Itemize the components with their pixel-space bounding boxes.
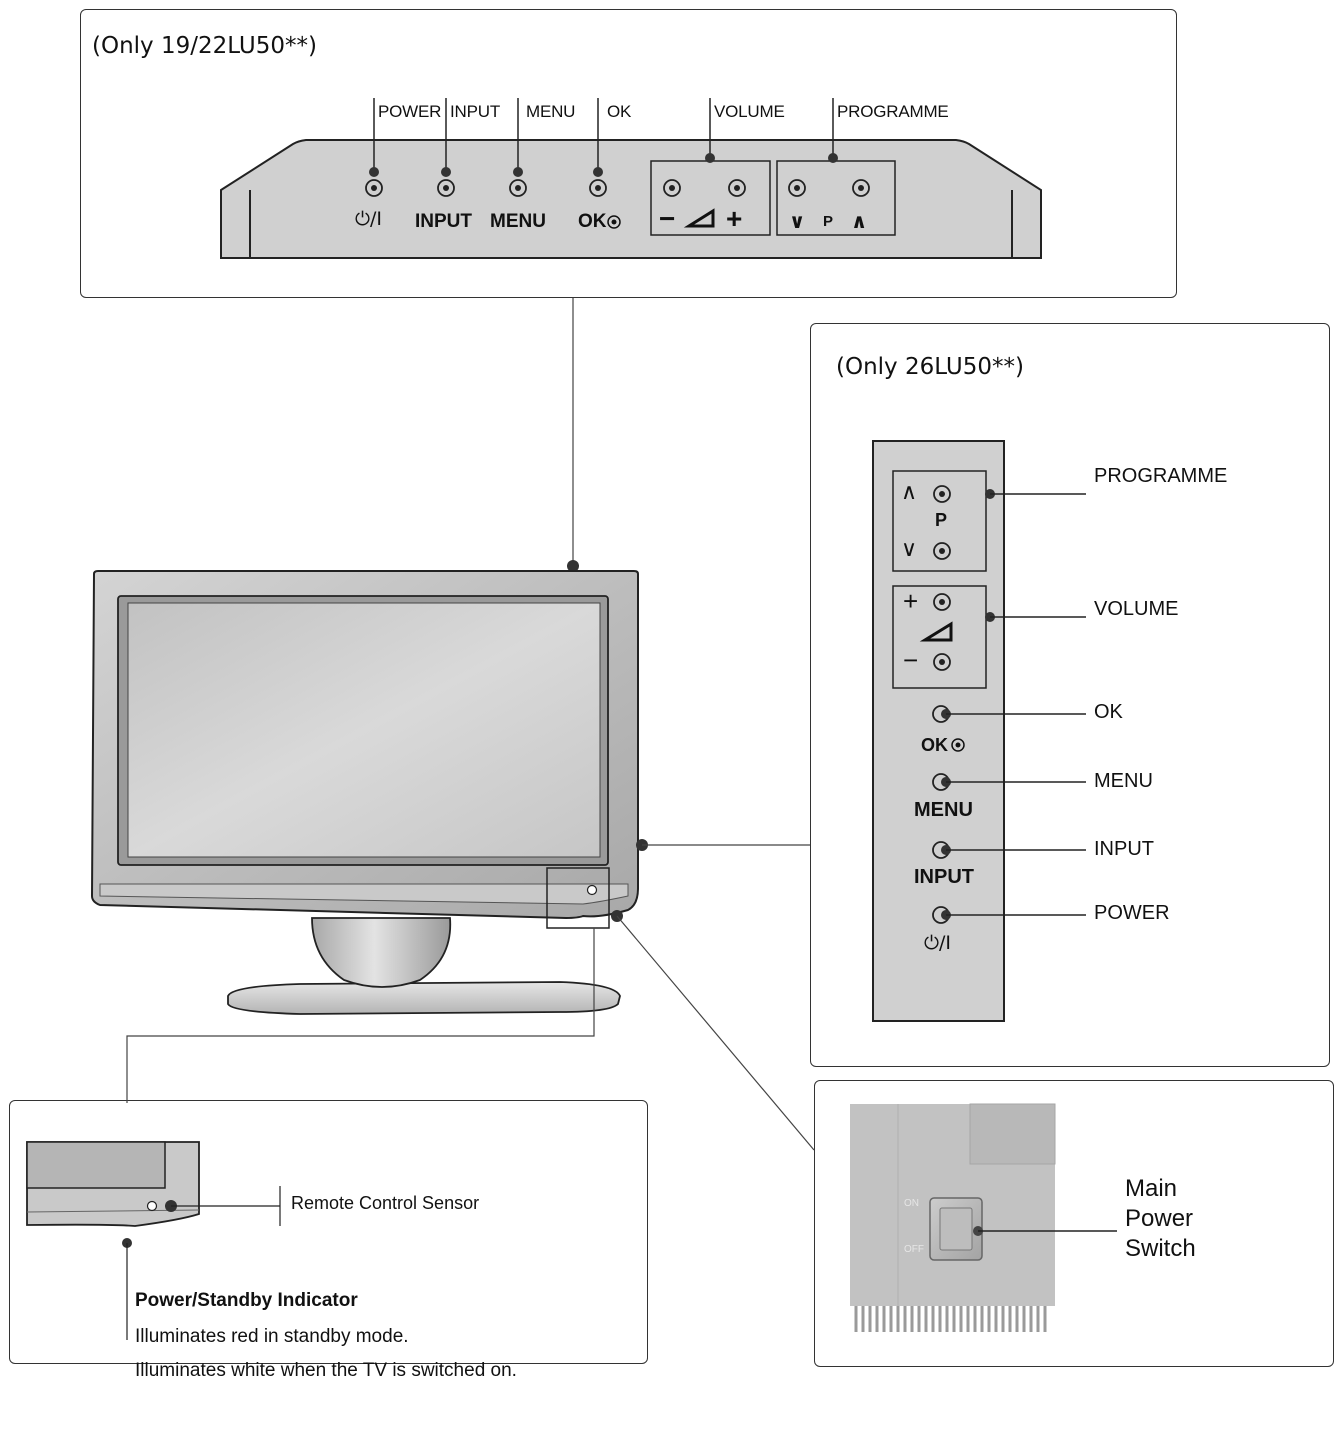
top-volume-plus-label: + bbox=[726, 203, 743, 234]
top-callout-menu: MENU bbox=[526, 102, 576, 121]
side-model-note: (Only 26LU50**) bbox=[836, 354, 1024, 380]
side-ok-label: OK bbox=[921, 735, 948, 755]
top-connector-dot bbox=[567, 560, 579, 572]
side-callout-volume: VOLUME bbox=[1094, 598, 1179, 620]
sensor-detail-drawing bbox=[26, 1141, 281, 1340]
side-prog-down-label: ∨ bbox=[901, 537, 918, 562]
top-ok-label: OK bbox=[578, 211, 607, 232]
main-power-switch-label-1: Main bbox=[1125, 1175, 1178, 1202]
side-callout-power: POWER bbox=[1094, 902, 1170, 924]
indicator-line-red: Illuminates red in standby mode. bbox=[135, 1326, 409, 1347]
side-callout-menu: MENU bbox=[1094, 770, 1153, 792]
top-callout-programme: PROGRAMME bbox=[837, 102, 949, 121]
side-vol-plus-label: + bbox=[903, 586, 919, 616]
top-callout-ok: OK bbox=[607, 102, 632, 121]
top-prog-up-label: ∧ bbox=[851, 209, 868, 233]
top-callout-volume: VOLUME bbox=[714, 102, 785, 121]
main-power-switch-label-2: Power bbox=[1125, 1205, 1194, 1232]
top-panel-drawing bbox=[220, 98, 1042, 259]
side-vol-minus-label: − bbox=[903, 645, 919, 675]
side-prog-up-label: ∧ bbox=[901, 480, 918, 505]
side-prog-p-label: P bbox=[935, 510, 948, 530]
top-prog-p-label: P bbox=[823, 213, 834, 230]
main-power-switch-label-3: Switch bbox=[1125, 1235, 1196, 1262]
sensor-connector-line bbox=[126, 928, 595, 1103]
top-prog-down-label: ∨ bbox=[789, 209, 806, 233]
side-input-label: INPUT bbox=[914, 866, 974, 888]
power-switch-drawing bbox=[850, 1103, 1117, 1334]
indicator-line-white: Illuminates white when the TV is switche… bbox=[135, 1360, 517, 1381]
top-input-label: INPUT bbox=[415, 211, 472, 232]
side-callout-programme: PROGRAMME bbox=[1094, 465, 1228, 487]
tv-illustration bbox=[90, 570, 648, 1015]
top-callout-power: POWER bbox=[378, 102, 442, 121]
top-volume-minus-label: − bbox=[659, 203, 676, 234]
top-menu-label: MENU bbox=[490, 211, 546, 232]
switch-connector-line bbox=[616, 915, 815, 1151]
side-menu-label: MENU bbox=[914, 799, 973, 821]
side-panel-drawing bbox=[872, 440, 1086, 1022]
switch-on-marking: ON bbox=[904, 1198, 919, 1209]
switch-off-marking: OFF bbox=[904, 1244, 924, 1255]
side-callout-input: INPUT bbox=[1094, 838, 1154, 860]
side-power-label: ⏻/I bbox=[924, 932, 952, 954]
top-model-note: (Only 19/22LU50**) bbox=[92, 33, 317, 59]
indicator-title: Power/Standby Indicator bbox=[135, 1290, 358, 1311]
remote-sensor-label: Remote Control Sensor bbox=[291, 1193, 480, 1213]
side-callout-ok: OK bbox=[1094, 701, 1123, 723]
top-callout-input: INPUT bbox=[450, 102, 501, 121]
top-power-symbol-label: ⏻/I bbox=[355, 208, 383, 230]
